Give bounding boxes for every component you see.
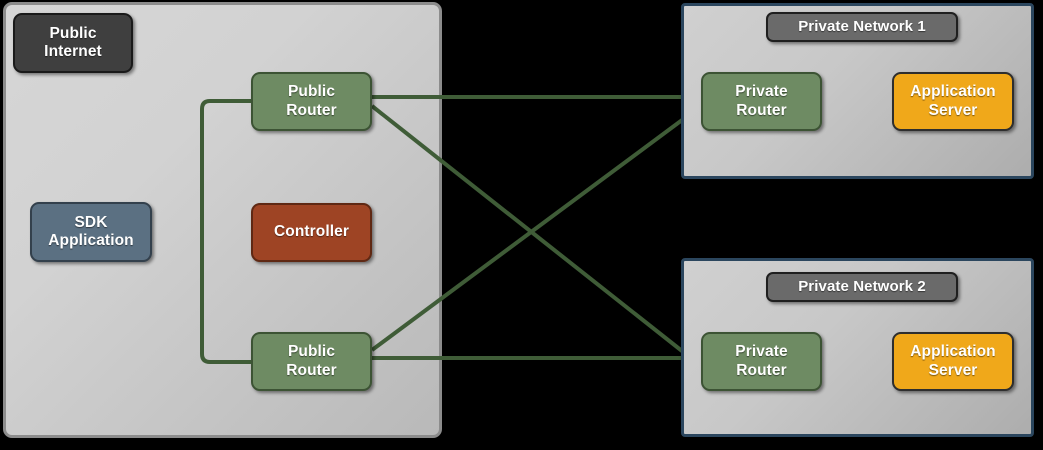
sdk-application-node[interactable]: SDK Application [30, 202, 152, 262]
public-router-2-node[interactable]: Public Router [251, 332, 372, 391]
private-network-2-title: Private Network 2 [766, 272, 958, 302]
private-router-1-line1: Private [735, 83, 788, 101]
private-network-1-title: Private Network 1 [766, 12, 958, 42]
controller-label: Controller [273, 223, 350, 241]
private-router-2-line1: Private [735, 343, 788, 361]
controller-node[interactable]: Controller [251, 203, 372, 262]
application-server-2-node[interactable]: Application Server [892, 332, 1014, 391]
public-router-1-node[interactable]: Public Router [251, 72, 372, 131]
application-server-1-line1: Application [910, 83, 996, 101]
public-router-1-line1: Public [287, 83, 336, 101]
public-router-1-line2: Router [286, 101, 337, 119]
application-server-1-line2: Server [928, 101, 978, 119]
application-server-2-line2: Server [928, 361, 978, 379]
private-router-2-line2: Router [736, 361, 787, 379]
public-internet-label-line2: Internet [44, 43, 102, 60]
public-internet-label-line1: Public [49, 24, 97, 42]
application-server-1-node[interactable]: Application Server [892, 72, 1014, 131]
private-router-2-node[interactable]: Private Router [701, 332, 822, 391]
sdk-application-line1: SDK [74, 213, 108, 231]
application-server-2-line1: Application [910, 343, 996, 361]
public-router-2-line1: Public [287, 343, 336, 361]
private-router-1-line2: Router [736, 101, 787, 119]
sdk-application-line2: Application [48, 232, 134, 249]
public-internet-label: Public Internet [13, 13, 133, 73]
private-router-1-node[interactable]: Private Router [701, 72, 822, 131]
public-router-2-line2: Router [286, 361, 337, 379]
